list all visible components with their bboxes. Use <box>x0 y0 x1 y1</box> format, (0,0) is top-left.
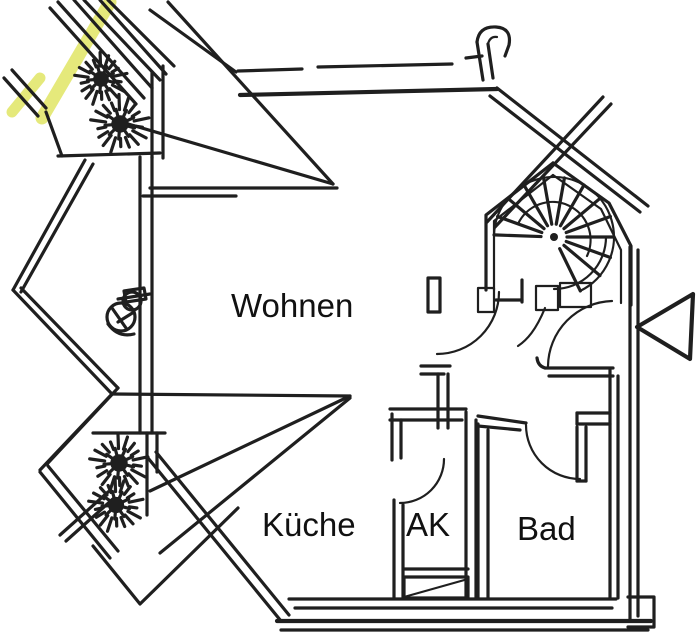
room-label-bad: Bad <box>517 510 576 547</box>
outer-wall-top-right <box>464 25 650 229</box>
hall-doors <box>419 276 615 430</box>
bad-room-walls <box>476 414 588 600</box>
kitchen-walls <box>38 431 291 623</box>
room-label-ak: AK <box>406 506 450 543</box>
door-swing-arc <box>398 457 446 505</box>
highlighter-marks <box>6 0 117 125</box>
spiral-staircase <box>476 161 633 348</box>
entrance-arrow <box>634 291 696 362</box>
door-swing-arc <box>546 299 614 368</box>
door-swing-arc <box>435 290 501 356</box>
wohnen-north-wall <box>236 62 500 98</box>
annotation-wedges <box>110 0 352 555</box>
starburst-symbols <box>73 50 151 533</box>
ak-room-walls <box>388 407 478 600</box>
room-label-wohnen: Wohnen <box>231 287 353 324</box>
bottom-walls <box>274 597 654 632</box>
door-swing-arc <box>524 423 582 481</box>
room-label-kueche: Küche <box>262 506 356 543</box>
radiator-symbol <box>105 286 152 337</box>
bay-window-top-left <box>2 0 238 160</box>
outer-wall-left-zigzag <box>11 158 120 472</box>
room-labels: Wohnen Küche AK Bad <box>231 287 576 547</box>
right-outer-wall <box>575 245 656 629</box>
